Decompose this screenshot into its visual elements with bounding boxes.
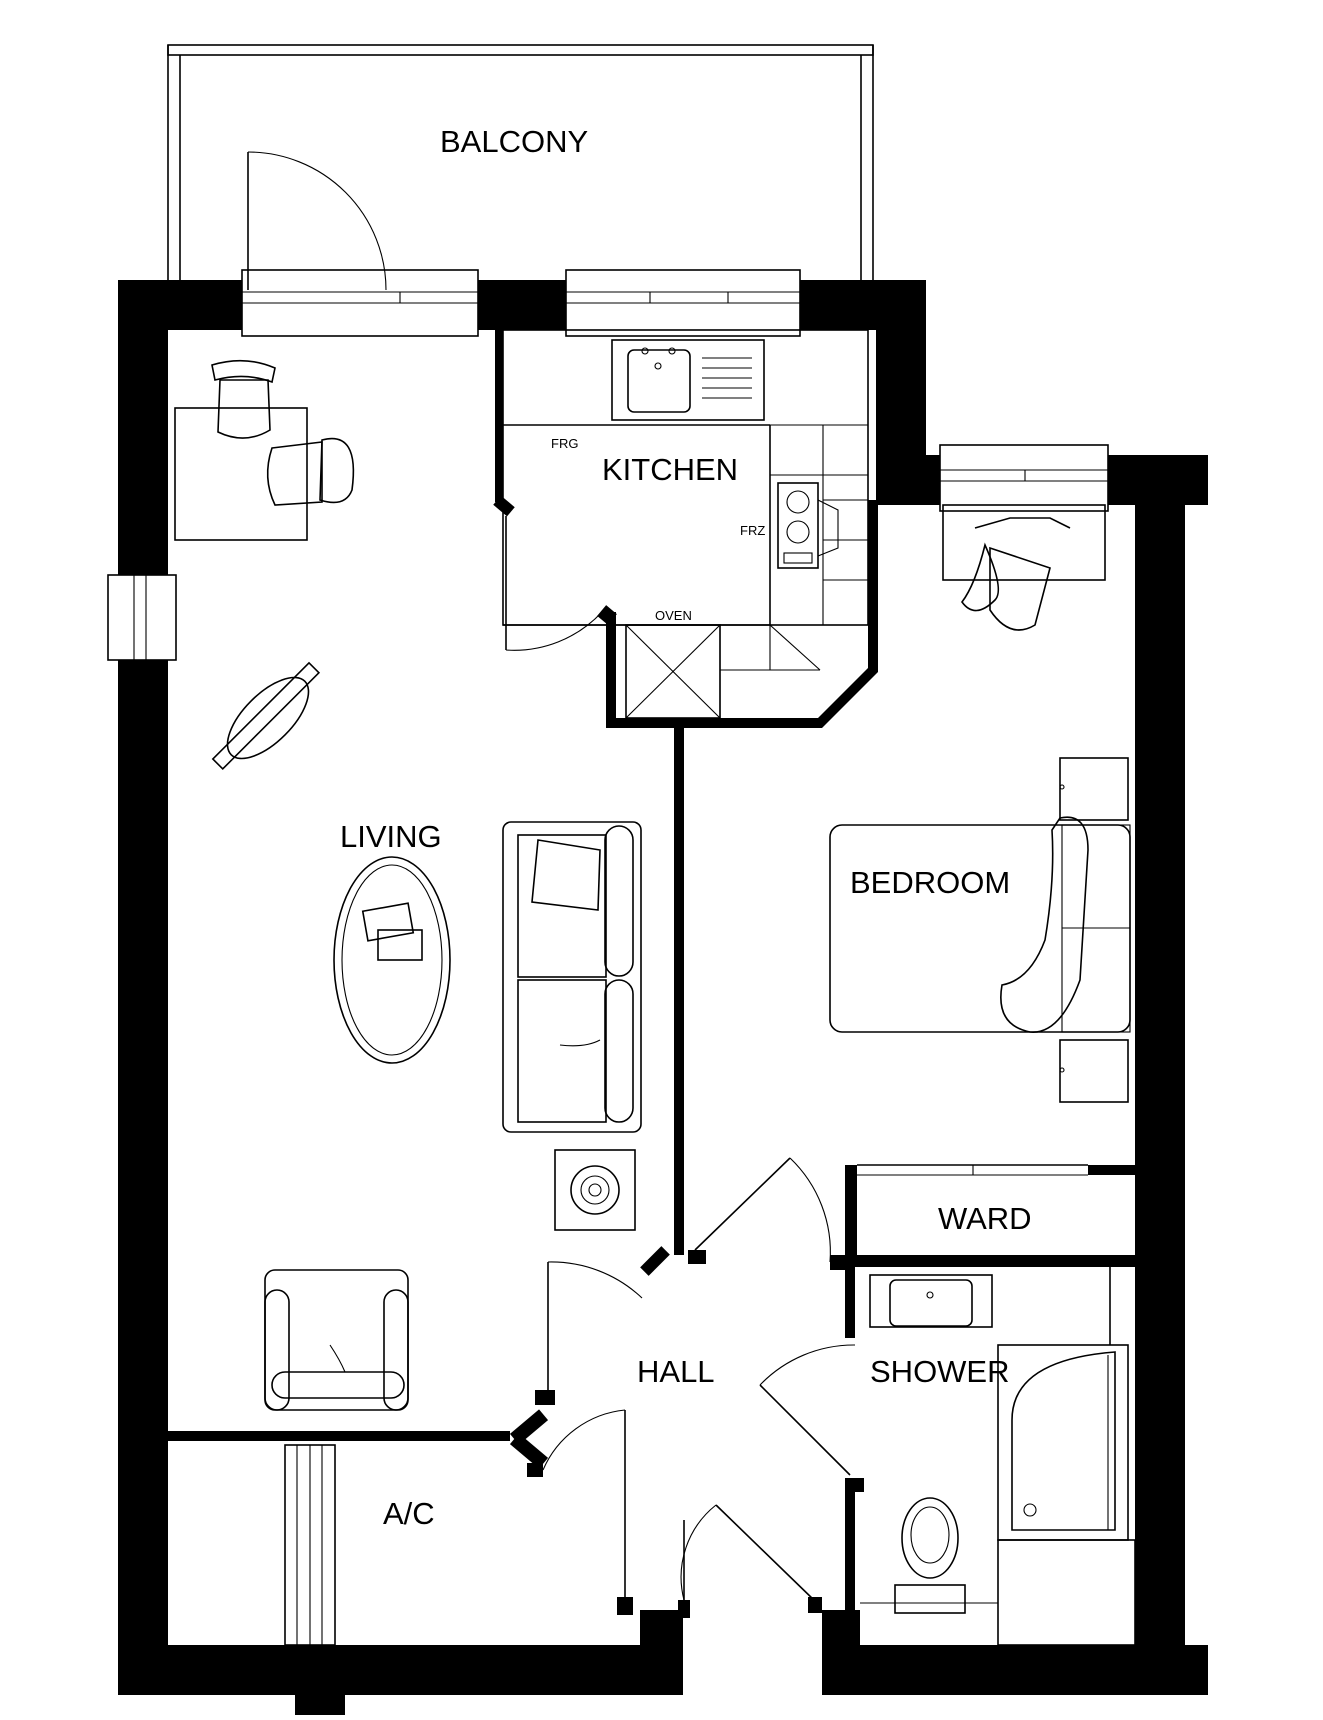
kitchen-fittings — [502, 329, 869, 719]
label-oven: OVEN — [655, 608, 692, 623]
kitchen-door — [493, 495, 617, 651]
living-furniture — [174, 359, 642, 1411]
ac-unit — [284, 1444, 336, 1646]
bedroom-furniture — [829, 504, 1131, 1103]
exterior-walls — [118, 280, 1208, 1715]
wardrobe — [857, 1164, 1088, 1176]
interior-walls — [168, 330, 1135, 1648]
label-ward: WARD — [938, 1201, 1032, 1236]
label-ac: A/C — [383, 1496, 435, 1531]
room-labels: BALCONY KITCHEN LIVING BEDROOM WARD HALL… — [340, 124, 1032, 1531]
label-balcony: BALCONY — [440, 124, 588, 159]
label-hall: HALL — [637, 1354, 715, 1389]
balcony-door — [247, 151, 387, 291]
balcony — [167, 44, 874, 280]
label-fridge: FRG — [551, 436, 578, 451]
hall-doors — [509, 1157, 864, 1618]
shower-fittings — [860, 1265, 1136, 1646]
label-living: LIVING — [340, 819, 442, 854]
label-freezer: FRZ — [740, 523, 765, 538]
windows — [107, 269, 1109, 661]
label-kitchen: KITCHEN — [602, 452, 738, 487]
label-shower: SHOWER — [870, 1354, 1010, 1389]
label-bedroom: BEDROOM — [850, 865, 1010, 900]
